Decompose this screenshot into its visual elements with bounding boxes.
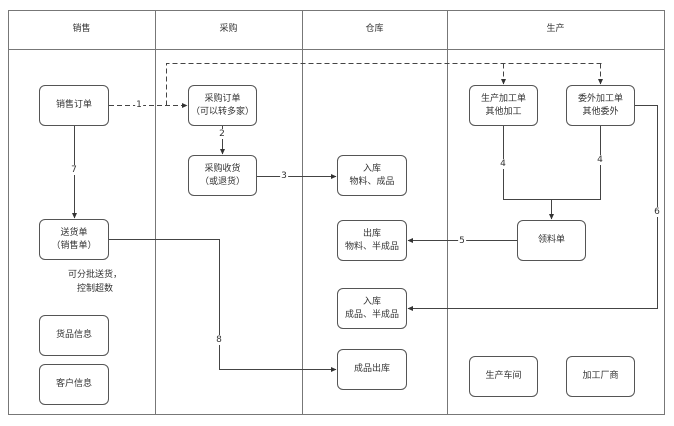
lane-title-sales: 销售 <box>72 24 91 34</box>
node-label: 生产加工单 <box>480 93 526 104</box>
edge-1-branch <box>166 63 602 106</box>
node-label: 销售订单 <box>55 100 92 110</box>
node-outsourcing-order[interactable]: 委外加工单 其他委外 <box>566 85 635 126</box>
node-sublabel: 其他委外 <box>582 106 619 117</box>
node-purchase-order[interactable]: 采购订单 （可以转多家） <box>188 85 257 126</box>
edge-label-3: 3 <box>280 171 288 181</box>
node-label: 客户信息 <box>55 379 92 389</box>
edge-label-4b: 4 <box>596 155 604 165</box>
node-sublabel: 物料、半成品 <box>344 241 399 252</box>
node-sublabel: 其他加工 <box>485 106 522 117</box>
node-goods-info[interactable]: 货品信息 <box>39 315 109 356</box>
node-processing-vendor[interactable]: 加工厂商 <box>566 356 635 397</box>
edge-label-8: 8 <box>215 335 223 345</box>
node-label: 货品信息 <box>55 330 92 340</box>
edge-4-left <box>503 125 552 200</box>
edge-label-7: 7 <box>70 165 78 175</box>
node-label: 委外加工单 <box>577 93 623 104</box>
node-sublabel: （销售单） <box>51 240 97 251</box>
edge-label-2: 2 <box>218 129 226 139</box>
node-label: 采购收货 <box>204 163 241 174</box>
node-sublabel: （可以转多家） <box>190 106 254 117</box>
node-stock-in-products[interactable]: 入库 成品、半成品 <box>337 288 407 329</box>
node-workshop[interactable]: 生产车间 <box>469 356 538 397</box>
note-line: 控制超数 <box>76 284 113 294</box>
lane-title-production: 生产 <box>546 24 565 34</box>
lane-title-purchasing: 采购 <box>219 24 238 34</box>
edge-4-right <box>551 125 601 200</box>
edge-1 <box>109 63 603 108</box>
node-stock-out-materials[interactable]: 出库 物料、半成品 <box>337 220 407 261</box>
lane-title-warehouse: 仓库 <box>365 24 384 34</box>
node-purchase-receipt[interactable]: 采购收货 （或退货） <box>188 155 257 196</box>
node-sales-order[interactable]: 销售订单 <box>39 85 109 126</box>
node-label: 生产车间 <box>485 371 522 381</box>
node-finished-goods-out[interactable]: 成品出库 <box>337 349 407 390</box>
pool-frame <box>8 10 665 415</box>
node-label: 领料单 <box>537 235 565 245</box>
note-line: 可分批送货， <box>67 270 122 280</box>
node-sublabel: 成品、半成品 <box>344 309 399 320</box>
edge-label-6: 6 <box>653 207 661 217</box>
node-label: 成品出库 <box>353 364 390 374</box>
edge-label-1: 1 <box>135 100 143 110</box>
edge-8 <box>109 239 337 372</box>
node-customer-info[interactable]: 客户信息 <box>39 364 109 405</box>
node-production-order[interactable]: 生产加工单 其他加工 <box>469 85 538 126</box>
node-label: 入库 <box>362 163 381 174</box>
edge-label-4a: 4 <box>499 159 507 169</box>
note-batch-delivery: 可分批送货， 控制超数 <box>50 268 140 296</box>
node-label: 入库 <box>362 296 381 307</box>
node-label: 加工厂商 <box>582 371 619 381</box>
node-sublabel: 物料、成品 <box>349 176 395 187</box>
node-delivery-note[interactable]: 送货单 （销售单） <box>39 219 109 260</box>
edge-6 <box>407 105 658 311</box>
node-stock-in-materials[interactable]: 入库 物料、成品 <box>337 155 407 196</box>
edge-label-5: 5 <box>458 236 466 246</box>
node-label: 送货单 <box>60 227 88 238</box>
node-material-requisition[interactable]: 领料单 <box>517 220 586 261</box>
node-sublabel: （或退货） <box>199 176 245 187</box>
node-label: 出库 <box>362 228 381 239</box>
node-label: 采购订单 <box>204 93 241 104</box>
